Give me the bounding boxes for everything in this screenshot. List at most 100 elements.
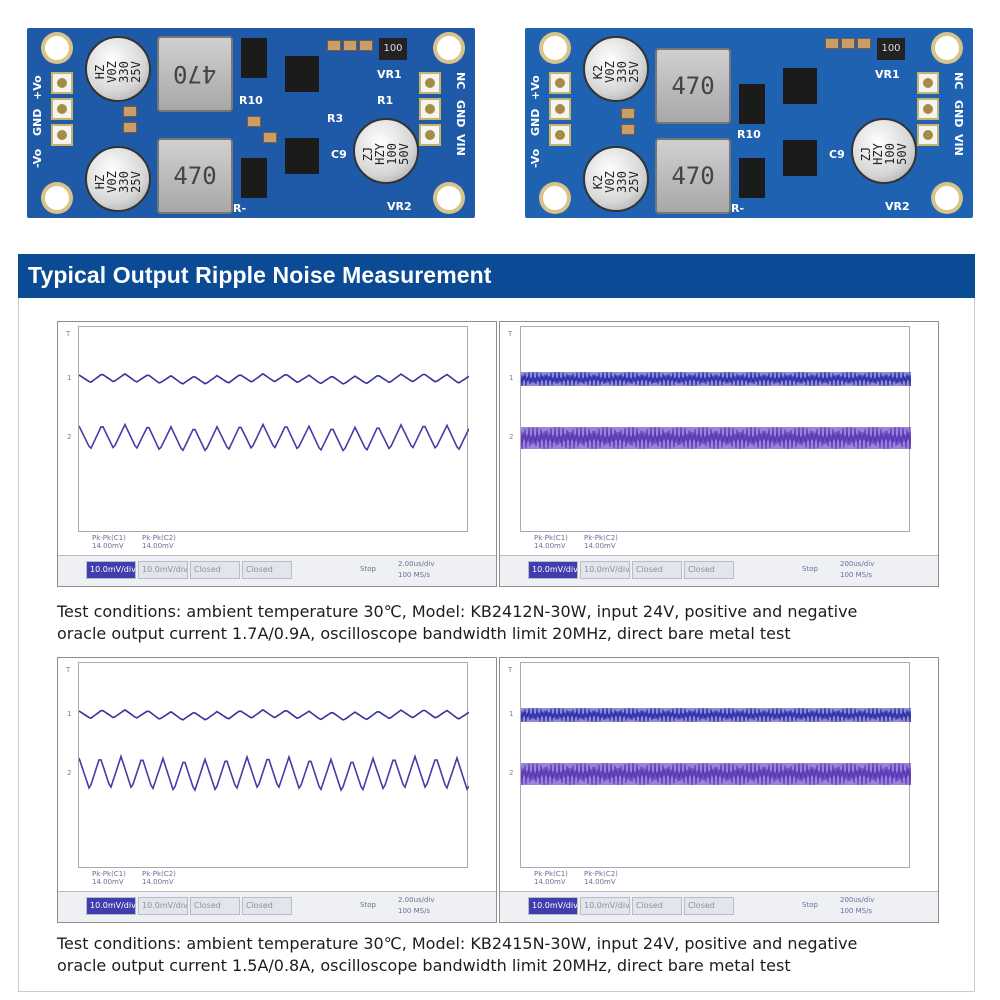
terminal-label: NC [454, 72, 467, 90]
ch1-trace [521, 707, 911, 723]
scope-screen [520, 662, 911, 868]
terminal-pin [51, 72, 73, 94]
run-state-label: Stop [802, 901, 818, 909]
silk-label: VR1 [377, 68, 402, 81]
ic-chip [783, 68, 817, 104]
channel-setting: 10.0mV/div [528, 561, 578, 579]
terminal-label: -Vo [31, 148, 44, 168]
mount-hole [935, 36, 959, 60]
inductor: 470 [157, 36, 233, 112]
measure-value: 14.00mV [584, 878, 616, 886]
channel-setting: Closed [632, 897, 682, 915]
electrolytic-capacitor: K2 V0Z 330 25V [583, 146, 649, 212]
silk-label: R- [233, 202, 247, 215]
measure-label: Pk-Pk(C1) [534, 534, 568, 542]
measure-value: 14.00mV [142, 542, 174, 550]
measure-value: 14.00mV [92, 878, 124, 886]
silk-label: VR2 [885, 200, 910, 213]
channel-setting: Closed [684, 897, 734, 915]
scope-screen [78, 326, 469, 532]
terminal-pin [419, 124, 441, 146]
resistor-100: 100 [379, 38, 407, 60]
measure-label: Pk-Pk(C1) [92, 534, 126, 542]
terminal-label: VIN [952, 134, 965, 156]
trigger-marker: T [508, 666, 513, 674]
channel-setting: Closed [242, 897, 292, 915]
trigger-marker: T [508, 330, 513, 338]
channel-setting: 10.0mV/div [86, 897, 136, 915]
smd-component [621, 108, 635, 119]
test-conditions-2: Test conditions: ambient temperature 30℃… [57, 933, 857, 977]
condition-line: oracle output current 1.5A/0.8A, oscillo… [57, 956, 791, 975]
waveform-plot [79, 372, 469, 452]
smd-component [247, 116, 261, 127]
terminal-label: -Vo [529, 148, 542, 168]
waveform-plot [521, 707, 911, 786]
silk-label: C9 [331, 148, 347, 161]
trigger-marker: T [66, 330, 71, 338]
terminal-pin [549, 98, 571, 120]
mount-hole [437, 186, 461, 210]
mount-hole [45, 36, 69, 60]
ch2-marker: 2 [67, 433, 72, 441]
silk-label: R- [731, 202, 745, 215]
terminal-pin [549, 72, 571, 94]
trigger-marker: T [66, 666, 71, 674]
smd-component [825, 38, 839, 49]
scope-screen [520, 326, 911, 532]
mount-hole [543, 186, 567, 210]
ch2-marker: 2 [509, 433, 514, 441]
terminal-pin [51, 98, 73, 120]
ic-chip [783, 140, 817, 176]
measure-label: Pk-Pk(C1) [534, 870, 568, 878]
silk-label: R10 [239, 94, 263, 107]
scope-screen [78, 662, 469, 868]
channel-setting: Closed [684, 561, 734, 579]
silk-label: R3 [327, 112, 344, 125]
timebase-label: 200us/div [840, 896, 875, 904]
electrolytic-capacitor: HZ V0Z 330 25V [85, 146, 151, 212]
sample-rate-label: 100 MS/s [840, 571, 873, 579]
terminal-label: +Vo [31, 75, 44, 100]
measure-label: Pk-Pk(C2) [142, 534, 176, 542]
diode [241, 158, 267, 198]
sample-rate-label: 100 MS/s [398, 571, 431, 579]
mount-hole [45, 186, 69, 210]
channel-setting: 10.0mV/div [138, 561, 188, 579]
electrolytic-capacitor: ZJ HZY 100 50V [851, 118, 917, 184]
pcb-board-left: HZ V0Z 330 25V HZ V0Z 330 25V ZJ HZY 100… [27, 28, 475, 218]
condition-line: oracle output current 1.7A/0.9A, oscillo… [57, 624, 791, 643]
silk-label: R1 [377, 94, 394, 107]
ch1-marker: 1 [67, 374, 72, 382]
mount-hole [935, 186, 959, 210]
measure-value: 14.00mV [142, 878, 174, 886]
test-conditions-1: Test conditions: ambient temperature 30℃… [57, 601, 857, 645]
terminal-pin [917, 72, 939, 94]
silk-label: R10 [737, 128, 761, 141]
channel-setting: 10.0mV/div [528, 897, 578, 915]
terminal-label: GND [529, 108, 542, 136]
terminal-pin [51, 124, 73, 146]
measure-label: Pk-Pk(C2) [584, 870, 618, 878]
ch1-trace [79, 372, 469, 385]
diode [241, 38, 267, 78]
inductor: 470 [655, 48, 731, 124]
measure-value: 14.00mV [92, 542, 124, 550]
sample-rate-label: 100 MS/s [398, 907, 431, 915]
run-state-label: Stop [360, 565, 376, 573]
terminal-pin [419, 98, 441, 120]
timebase-label: 200us/div [840, 560, 875, 568]
terminal-label: NC [952, 72, 965, 90]
channel-setting: 10.0mV/div [86, 561, 136, 579]
condition-line: Test conditions: ambient temperature 30℃… [57, 602, 858, 621]
smd-component [343, 40, 357, 51]
waveform-plot [521, 371, 911, 450]
diode [739, 84, 765, 124]
ch1-marker: 1 [67, 710, 72, 718]
ch2-trace [521, 762, 911, 786]
channel-setting: Closed [242, 561, 292, 579]
